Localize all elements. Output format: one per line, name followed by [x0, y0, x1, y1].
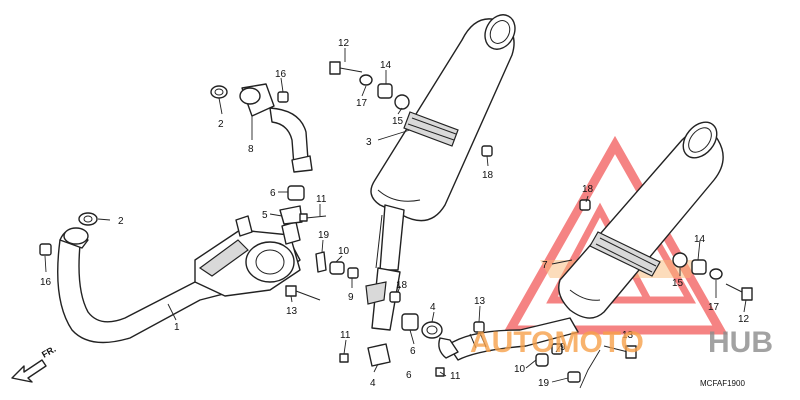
bolt-11-upper: [299, 213, 327, 222]
collar-10-upper: [329, 261, 345, 275]
rubber-14-lower: [691, 259, 707, 275]
rear-link-pipe: [438, 317, 579, 361]
callout-18-mid: 18: [396, 280, 408, 291]
nut-9-upper: [347, 267, 359, 279]
front-arrow-icon: [11, 359, 47, 383]
callout-5: 5: [262, 210, 268, 221]
washer-19-lower: [567, 371, 581, 383]
rubber-14-upper: [377, 83, 393, 99]
bracket-5: [279, 205, 303, 225]
rubber-6-upper: [287, 185, 305, 201]
callout-1: 1: [174, 322, 180, 333]
exhaust-manifold: [57, 215, 301, 344]
collar-17-lower: [709, 268, 723, 280]
leader-lines: [44, 48, 747, 389]
collar-17-upper: [359, 74, 373, 86]
callout-18-upper: 18: [482, 170, 494, 181]
front-link-pipe: [365, 204, 405, 331]
washer-15-upper: [394, 94, 410, 110]
nut-18-right: [579, 199, 591, 211]
callout-8: 8: [248, 144, 254, 155]
callout-18-right: 18: [582, 184, 594, 195]
callout-11-upper: 11: [316, 194, 327, 205]
callout-11-lower: 11: [340, 330, 351, 341]
callout-13-left: 13: [286, 306, 298, 317]
diagram-code: MCFAF1900: [700, 379, 745, 388]
callout-19-lower: 19: [538, 378, 550, 389]
callout-9-lower: 9: [560, 342, 566, 353]
callout-16-upper: 16: [275, 69, 287, 80]
callout-15-lower: 15: [672, 278, 684, 289]
rubber-6-lower: [401, 313, 419, 331]
front-direction-indicator: FR.: [11, 344, 58, 383]
watermark-text: AUTOMOTO HUB: [470, 326, 773, 359]
clamp-4: [421, 321, 443, 339]
callout-10-upper: 10: [338, 246, 350, 257]
rear-muffler: [558, 121, 724, 319]
callout-3: 3: [366, 137, 372, 148]
bolt-11-lower: [339, 353, 349, 363]
callout-12-upper: 12: [338, 38, 350, 49]
bracket-4-lower: [367, 343, 391, 367]
callout-6-upper: 6: [270, 188, 276, 199]
bolt-12-lower: [725, 283, 753, 301]
callout-12-lower: 12: [738, 314, 750, 325]
washer-15-lower: [672, 252, 688, 268]
bolt-12-upper: [329, 61, 363, 75]
callout-4-upper: 4: [430, 302, 436, 313]
callout-2-upper: 2: [218, 119, 224, 130]
gasket-2-lower: [78, 212, 98, 226]
front-direction-label: FR.: [40, 344, 58, 360]
callout-6-lower: 6: [406, 370, 412, 381]
watermark-triangle-outer: [502, 135, 728, 335]
callout-13-right: 13: [622, 330, 634, 341]
bolt-13-right: [603, 345, 637, 359]
callout-11-bottom: 11: [450, 371, 461, 382]
front-muffler: [370, 14, 516, 222]
nut-18-mid: [389, 291, 401, 303]
nut-16-upper: [277, 91, 289, 103]
collar-8: [239, 83, 313, 173]
callout-17-upper: 17: [356, 98, 368, 109]
callout-10-lower: 10: [514, 364, 526, 375]
watermark-text-hub: HUB: [708, 326, 773, 359]
nut-18-upper: [481, 145, 493, 157]
callout-4-lower: 4: [370, 378, 376, 389]
callout-6-mid: 6: [410, 346, 416, 357]
gasket-2-upper: [210, 85, 228, 99]
callout-16-lower: 16: [40, 277, 52, 288]
callout-14-upper: 14: [380, 60, 392, 71]
callout-17-lower: 17: [708, 302, 720, 313]
callouts: 12 14 17 15 3 18 16 2 8 6 11 5 2 19 10 9…: [40, 38, 750, 389]
callout-2-lower: 2: [118, 216, 124, 227]
callout-9-upper: 9: [348, 292, 354, 303]
callout-14-lower: 14: [694, 234, 706, 245]
callout-19-upper: 19: [318, 230, 330, 241]
callout-7: 7: [542, 260, 548, 271]
watermark-text-automoto: AUTOMOTO: [470, 326, 644, 359]
callout-15-upper: 15: [392, 116, 404, 127]
washer-19: [315, 251, 327, 273]
nut-16-lower: [39, 243, 52, 256]
callout-13-mid: 13: [474, 296, 486, 307]
